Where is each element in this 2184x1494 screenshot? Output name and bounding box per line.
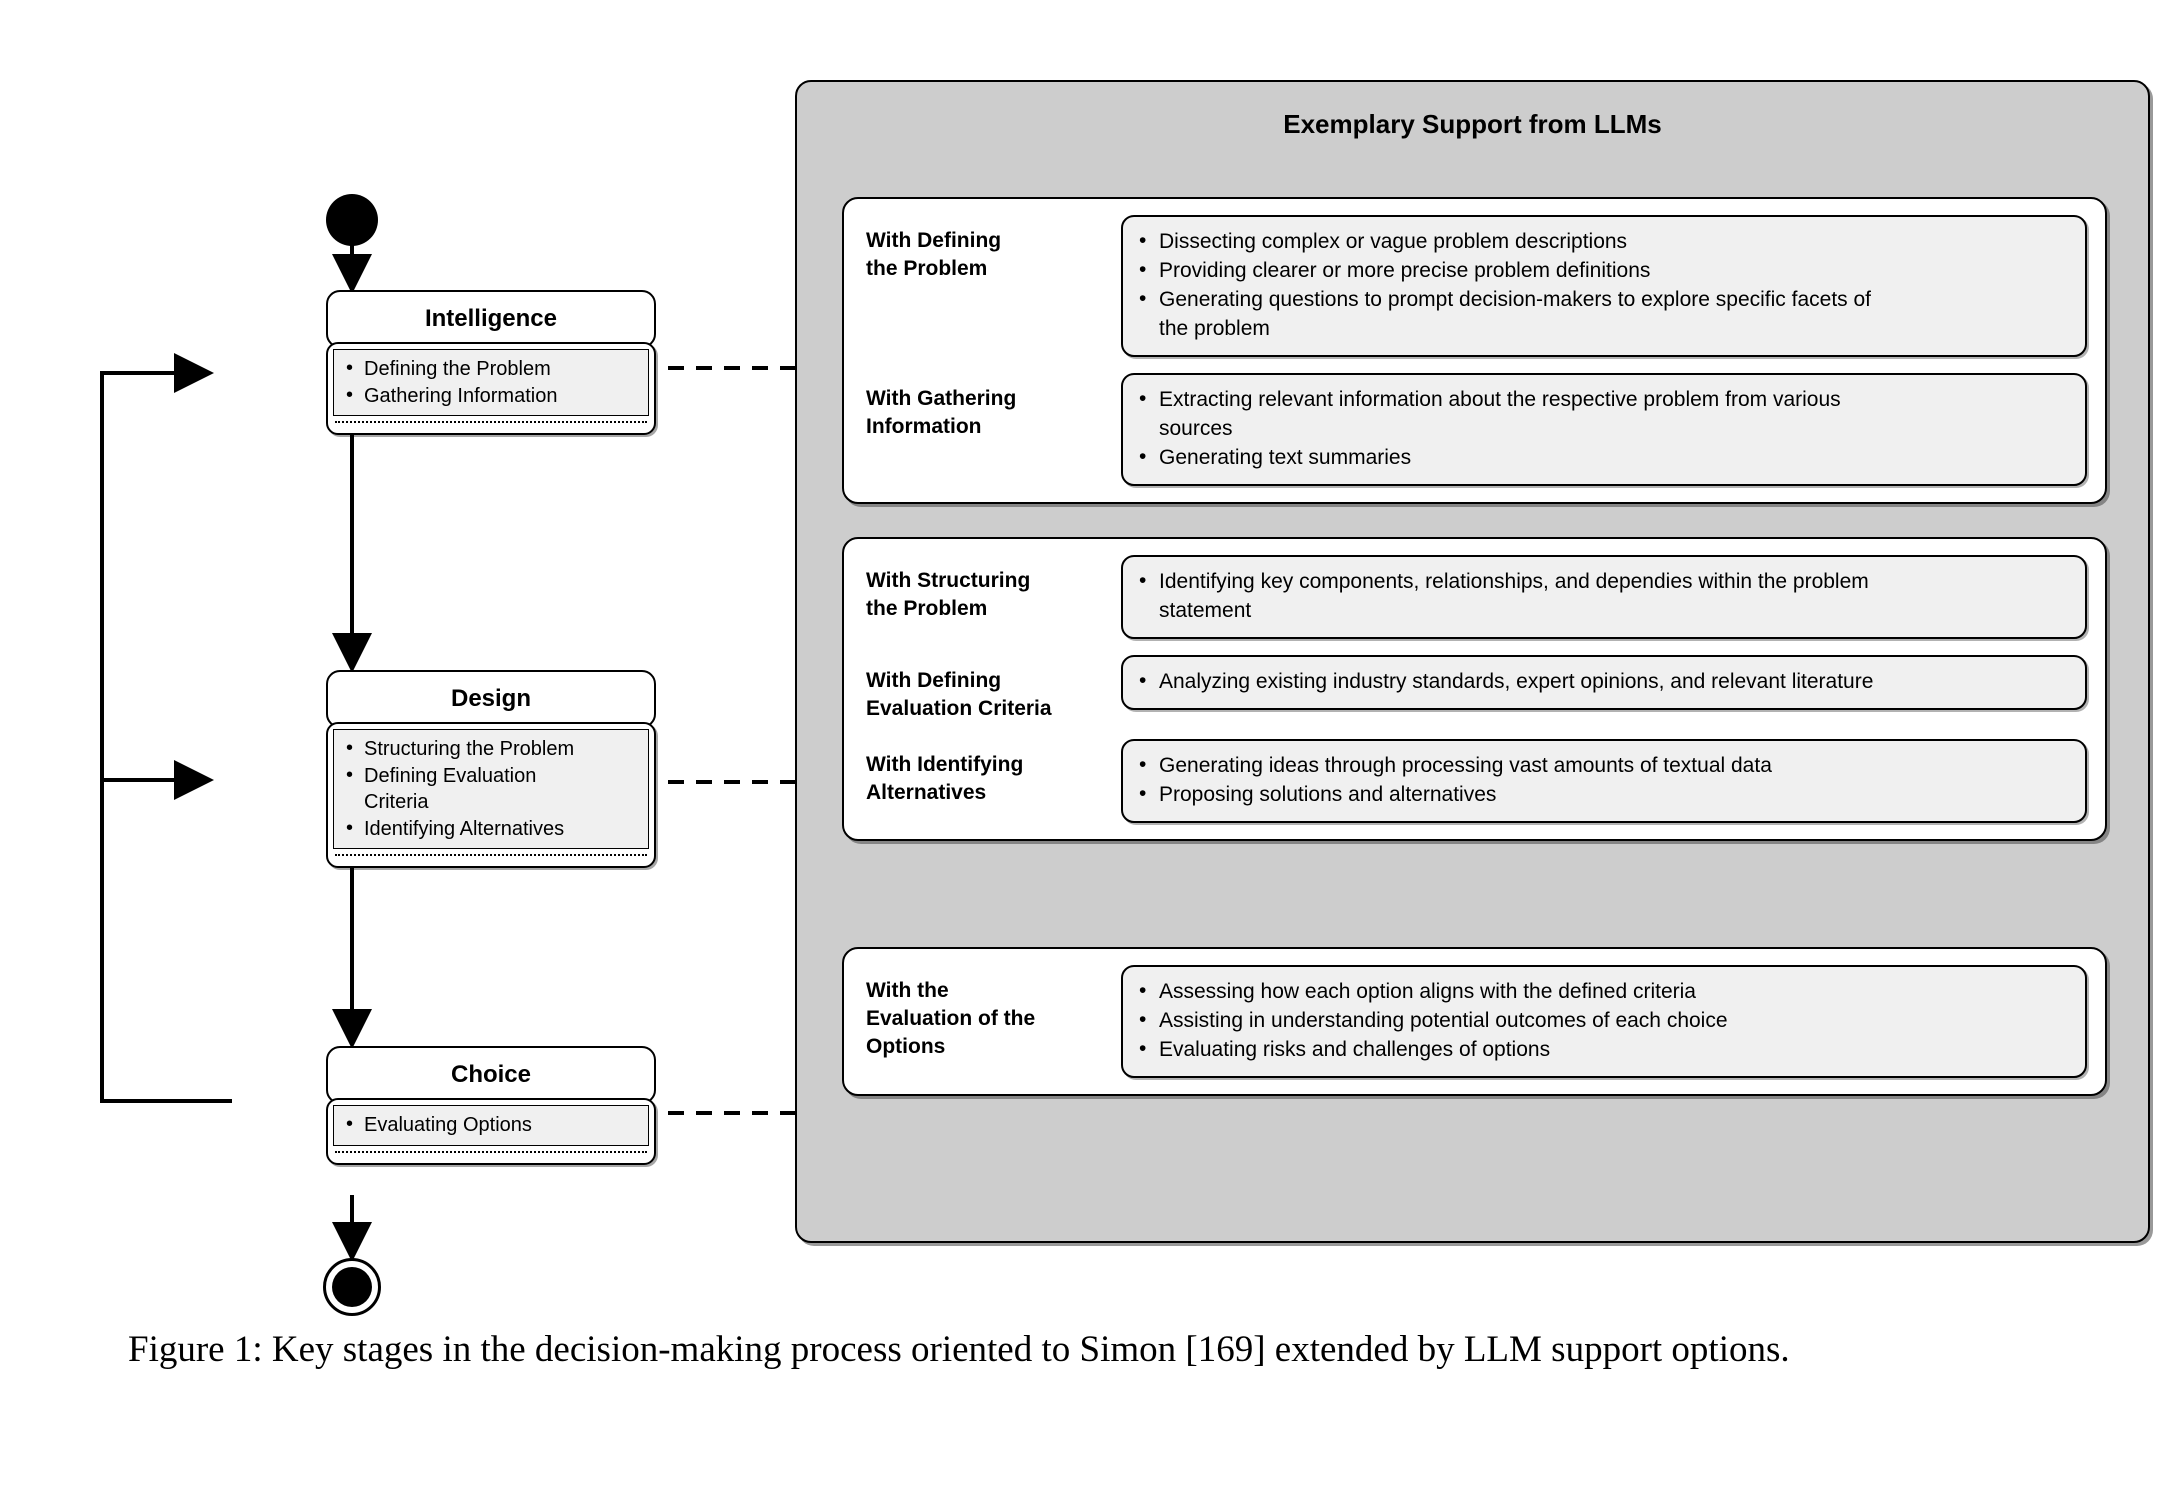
llm-row: With the Evaluation of the Options Asses… (866, 965, 2087, 1078)
final-node (323, 1258, 381, 1316)
llm-bullet: Dissecting complex or vague problem desc… (1137, 227, 2069, 257)
llm-group-intelligence: With Defining the Problem Dissecting com… (842, 197, 2107, 504)
stage-design-body: Structuring the Problem Defining Evaluat… (326, 722, 656, 869)
llm-row: With Identifying Alternatives Generating… (866, 738, 2087, 823)
stage-intelligence-body: Defining the Problem Gathering Informati… (326, 342, 656, 436)
llm-row-card: Extracting relevant information about th… (1121, 372, 2087, 486)
activity-item: Gathering Information (344, 382, 638, 410)
stage-intelligence-title: Intelligence (326, 290, 656, 348)
llm-panel-title: Exemplary Support from LLMs (1283, 109, 1662, 139)
initial-node (326, 194, 378, 246)
stage-intelligence[interactable]: Intelligence Defining the Problem Gather… (326, 290, 656, 436)
figure-canvas: Intelligence Defining the Problem Gather… (0, 0, 2184, 1300)
llm-row: With Defining the Problem Dissecting com… (866, 215, 2087, 357)
llm-support-panel: Exemplary Support from LLMs With Definin… (795, 80, 2150, 1243)
stage-design-title: Design (326, 670, 656, 728)
llm-row-label: With Defining the Problem (866, 229, 1002, 280)
activity-region-divider (335, 421, 647, 424)
llm-bullet: Assisting in understanding potential out… (1137, 1006, 2069, 1036)
stage-design[interactable]: Design Structuring the Problem Defining … (326, 670, 656, 869)
llm-row: With Structuring the Problem Identifying… (866, 555, 2087, 639)
llm-group-choice: With the Evaluation of the Options Asses… (842, 947, 2107, 1096)
llm-row: With Gathering Information Extracting re… (866, 372, 2087, 486)
llm-row-label: With Identifying Alternatives (866, 752, 1024, 804)
llm-row-card: Generating ideas through processing vast… (1121, 738, 2087, 823)
activity-item: Defining Evaluation Criteria (344, 762, 638, 816)
stage-choice-title: Choice (326, 1046, 656, 1104)
llm-bullet: Assessing how each option aligns with th… (1137, 977, 2069, 1007)
llm-row-card: Dissecting complex or vague problem desc… (1121, 215, 2087, 357)
llm-bullet: Generating ideas through processing vast… (1137, 751, 2069, 781)
llm-bullet: Generating text summaries (1137, 443, 2069, 473)
activity-item: Defining the Problem (344, 355, 638, 383)
llm-row-label: With Defining Evaluation Criteria (866, 668, 1052, 720)
llm-row: With Defining Evaluation Criteria Analyz… (866, 654, 2087, 723)
stage-choice[interactable]: Choice Evaluating Options (326, 1046, 656, 1165)
llm-bullet: Evaluating risks and challenges of optio… (1137, 1035, 2069, 1065)
llm-row-label: With Structuring the Problem (866, 569, 1031, 620)
activity-region-divider (335, 854, 647, 857)
llm-row-label: With Gathering Information (866, 386, 1017, 438)
llm-bullet: Extracting relevant information about th… (1137, 385, 2069, 444)
llm-row-card: Identifying key components, relationship… (1121, 555, 2087, 639)
llm-row-card: Assessing how each option aligns with th… (1121, 965, 2087, 1078)
stage-choice-body: Evaluating Options (326, 1098, 656, 1165)
llm-bullet: Identifying key components, relationship… (1137, 567, 2069, 626)
activity-item: Identifying Alternatives (344, 815, 638, 843)
activity-item: Evaluating Options (344, 1111, 638, 1139)
llm-row-card: Analyzing existing industry standards, e… (1121, 654, 2087, 710)
edge-feedback-to-intelligence (100, 353, 232, 1103)
activity-item: Structuring the Problem (344, 735, 638, 763)
llm-bullet: Analyzing existing industry standards, e… (1137, 667, 2069, 697)
llm-row-label: With the Evaluation of the Options (866, 979, 1036, 1058)
activity-region-divider (335, 1150, 647, 1153)
llm-bullet: Providing clearer or more precise proble… (1137, 256, 2069, 286)
figure-caption: Figure 1: Key stages in the decision-mak… (128, 1329, 1790, 1370)
llm-bullet: Proposing solutions and alternatives (1137, 780, 2069, 810)
llm-group-design: With Structuring the Problem Identifying… (842, 537, 2107, 841)
llm-bullet: Generating questions to prompt decision-… (1137, 285, 2069, 344)
